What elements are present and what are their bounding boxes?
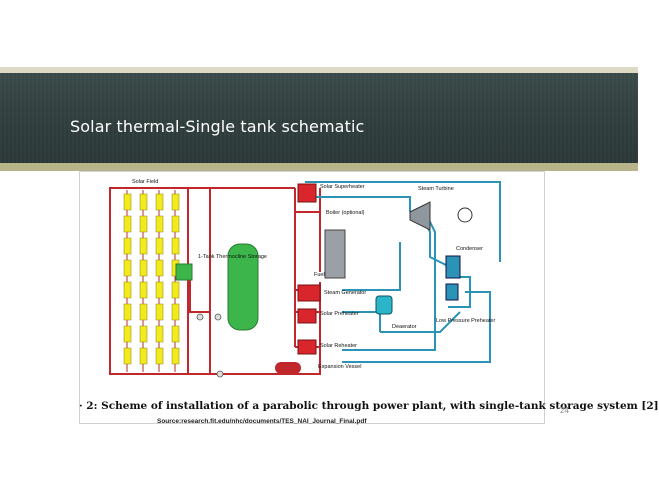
solar-collector — [155, 325, 164, 343]
label-reheater: Solar Reheater — [320, 343, 357, 349]
solar-collector — [155, 303, 164, 321]
solar-collector — [139, 325, 148, 343]
steam-generator-box — [297, 284, 321, 302]
label-fuel: Fuel — [314, 272, 325, 278]
solar-field-loop — [109, 187, 189, 375]
label-solar-field: Solar Field — [132, 179, 158, 185]
preheater-box — [297, 308, 317, 324]
solar-collector — [123, 303, 132, 321]
solar-collector — [155, 193, 164, 211]
solar-collector — [123, 237, 132, 255]
page-number: 24 — [560, 406, 569, 415]
solar-collector — [139, 193, 148, 211]
reheater-box — [297, 339, 317, 355]
label-condenser: Condenser — [456, 246, 483, 252]
solar-collector — [139, 237, 148, 255]
label-turbine: Steam Turbine — [418, 186, 454, 192]
solar-collector — [139, 347, 148, 365]
boiler — [324, 229, 346, 279]
solar-collector — [171, 237, 180, 255]
label-lp-preheater: Low Pressure Preheater — [436, 318, 495, 324]
schematic-figure: Solar Field — [79, 171, 545, 424]
solar-collector — [123, 215, 132, 233]
deaerator — [375, 295, 393, 315]
lp-preheater — [445, 283, 459, 301]
solar-collector — [139, 215, 148, 233]
solar-collector — [139, 303, 148, 321]
condenser — [445, 255, 461, 279]
source-citation: Source:research.fit.edu/nhc/documents/TE… — [157, 418, 367, 425]
solar-collector — [123, 193, 132, 211]
label-boiler: Boiler (optional) — [326, 210, 365, 216]
figure-caption: · 2: Scheme of installation of a parabol… — [79, 400, 659, 412]
solar-collector — [155, 259, 164, 277]
solar-collector — [171, 281, 180, 299]
slide-title: Solar thermal-Single tank schematic — [70, 117, 365, 136]
collector-array — [123, 190, 180, 372]
solar-collector — [155, 215, 164, 233]
solar-collector — [139, 259, 148, 277]
solar-collector — [155, 237, 164, 255]
solar-collector — [139, 281, 148, 299]
solar-collector — [155, 347, 164, 365]
main-pump — [216, 370, 224, 378]
solar-field: Solar Field — [109, 179, 189, 375]
label-storage: 1-Tank Thermocline Storage — [198, 254, 267, 260]
solar-collector — [123, 325, 132, 343]
solar-collector — [123, 347, 132, 365]
solar-collector — [155, 281, 164, 299]
solar-collector — [171, 193, 180, 211]
storage-heat-exchanger — [175, 263, 193, 281]
expansion-vessel — [275, 362, 301, 374]
title-rule — [0, 163, 638, 171]
solar-collector — [123, 259, 132, 277]
solar-collector — [171, 347, 180, 365]
storage-pump-left — [196, 313, 204, 321]
solar-collector — [123, 281, 132, 299]
top-band — [0, 0, 638, 67]
label-steam-generator: Steam Generator — [324, 290, 366, 296]
solar-collector — [171, 325, 180, 343]
label-superheater: Solar Superheater — [320, 184, 365, 190]
generator-icon — [457, 207, 473, 223]
title-bar — [0, 73, 638, 163]
solar-collector — [171, 215, 180, 233]
steam-turbine — [409, 201, 431, 231]
top-rule — [0, 67, 638, 73]
thermocline-tank — [227, 243, 259, 331]
label-deaerator: Deaerator — [392, 324, 417, 330]
label-expansion: Expansion Vessel — [318, 364, 361, 370]
solar-collector — [171, 303, 180, 321]
schematic-diagram: Solar Field — [109, 179, 501, 378]
label-preheater: Solar Preheater — [320, 311, 359, 317]
storage-pump-right — [214, 313, 222, 321]
superheater-box — [297, 183, 317, 203]
